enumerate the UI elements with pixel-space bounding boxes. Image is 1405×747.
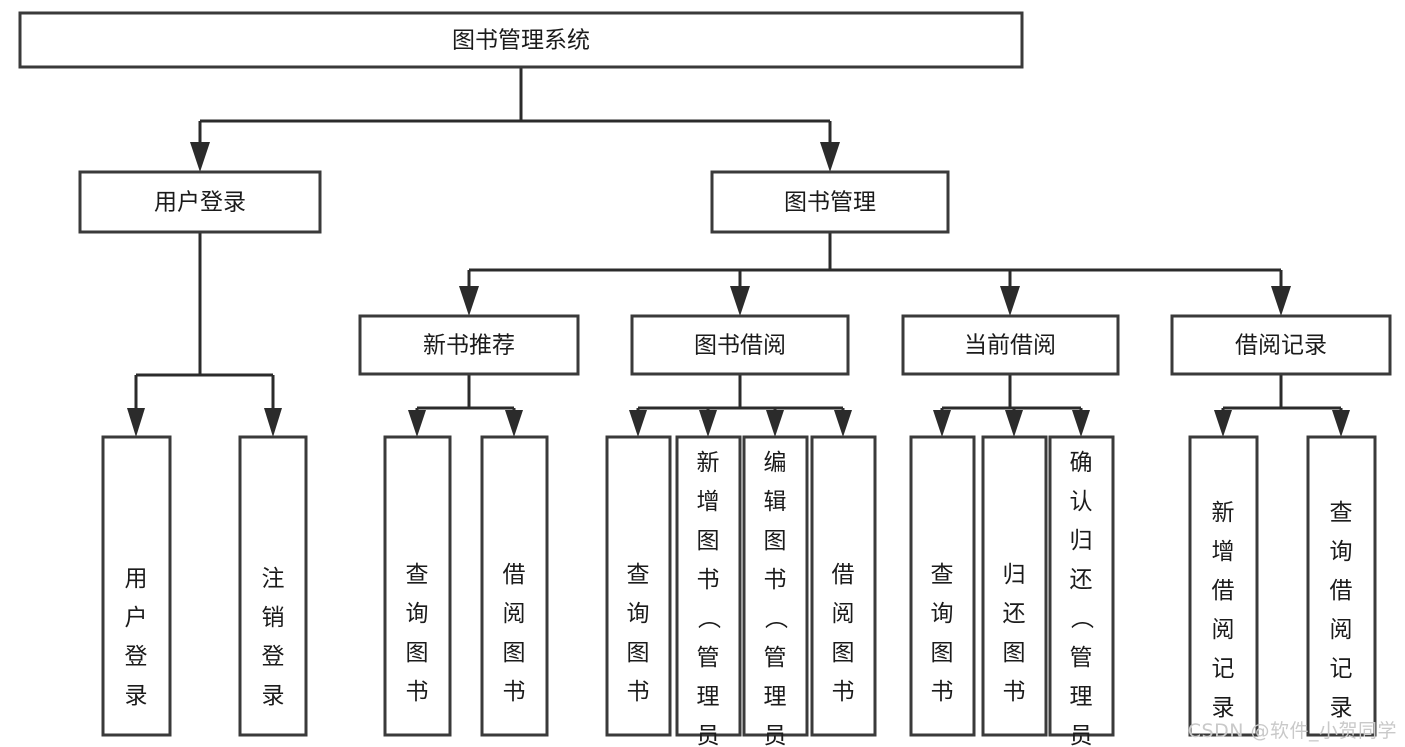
node-book-management-label: 图书管理	[784, 190, 876, 216]
leaf-node-logout-label: 注销登录	[262, 566, 285, 709]
arrow-head-leaf-logout	[264, 408, 282, 437]
connector-root-to-level2	[198, 67, 832, 148]
leaf-node-query-book-borrow-box[interactable]	[605, 435, 672, 737]
leaf-node-edit-book-admin[interactable]: 编辑图书（管理员）	[742, 435, 809, 747]
node-book-borrow-box[interactable]	[630, 314, 850, 376]
node-user-login-label: 用户登录	[154, 190, 246, 216]
node-user-login[interactable]: 用户登录	[78, 170, 322, 234]
leaf-node-add-book-admin-label: 新增图书（管理员）	[697, 450, 722, 747]
node-book-management-box[interactable]	[710, 170, 950, 234]
node-user-login-box[interactable]	[78, 170, 322, 234]
node-current-borrow-label: 当前借阅	[964, 333, 1056, 359]
leaf-node-query-book-current-label: 查询图书	[931, 562, 954, 705]
arrow-head-new-book-recommend	[459, 286, 479, 316]
leaf-node-borrow-book-newbook[interactable]: 借阅图书	[480, 435, 549, 737]
node-new-book-recommend[interactable]: 新书推荐	[358, 314, 580, 376]
arrow-head-leaf-user-login	[127, 408, 145, 437]
leaf-node-confirm-return-admin[interactable]: 确认归还（管理员）	[1048, 435, 1115, 747]
leaf-node-query-book-current-box[interactable]	[909, 435, 976, 737]
leaf-node-borrow-book-newbook-box[interactable]	[480, 435, 549, 737]
leaf-node-query-book-newbook-label: 查询图书	[406, 562, 429, 705]
leaf-node-query-book-borrow-label: 查询图书	[627, 562, 650, 705]
leaf-node-user-login-box[interactable]	[101, 435, 172, 737]
leaf-node-user-login-label: 用户登录	[125, 566, 148, 709]
leaf-node-add-borrow-record[interactable]: 新增借阅记录	[1188, 435, 1259, 737]
connector-currentborrow-to-leaves	[940, 374, 1083, 414]
leaf-node-borrow-book-newbook-label: 借阅图书	[503, 562, 526, 705]
node-book-borrow[interactable]: 图书借阅	[630, 314, 850, 376]
connector-bookborrow-to-leaves	[636, 374, 845, 414]
leaf-node-query-book-newbook[interactable]: 查询图书	[383, 435, 452, 737]
node-new-book-recommend-label: 新书推荐	[423, 333, 515, 359]
node-current-borrow-box[interactable]	[901, 314, 1120, 376]
arrow-head-user-login	[190, 142, 210, 172]
node-borrow-record-box[interactable]	[1170, 314, 1392, 376]
leaf-node-logout-box[interactable]	[238, 435, 308, 737]
leaf-node-confirm-return-admin-label: 确认归还（管理员）	[1070, 450, 1095, 747]
leaf-node-borrow-book-borrow-box[interactable]	[810, 435, 877, 737]
connector-layer	[127, 67, 1350, 437]
leaf-node-add-borrow-record-label: 新增借阅记录	[1212, 500, 1235, 721]
leaf-node-return-book[interactable]: 归还图书	[981, 435, 1048, 737]
arrow-head-leaf-query-record	[1332, 410, 1350, 437]
leaf-node-return-book-box[interactable]	[981, 435, 1048, 737]
leaf-node-edit-book-admin-label: 编辑图书（管理员）	[764, 450, 789, 747]
connector-newbook-to-leaves	[415, 374, 516, 414]
arrow-head-current-borrow	[1000, 286, 1020, 316]
node-root-book-management-system[interactable]: 图书管理系统	[18, 11, 1024, 69]
arrow-head-leaf-borrow-book-nb	[505, 410, 523, 437]
arrow-head-leaf-add-record	[1214, 410, 1232, 437]
arrow-head-borrow-record	[1271, 286, 1291, 316]
leaf-node-query-book-current[interactable]: 查询图书	[909, 435, 976, 737]
leaf-node-query-book-newbook-box[interactable]	[383, 435, 452, 737]
connector-userlogin-to-leaves	[134, 232, 275, 412]
node-current-borrow[interactable]: 当前借阅	[901, 314, 1120, 376]
leaf-node-query-book-borrow[interactable]: 查询图书	[605, 435, 672, 737]
node-new-book-recommend-box[interactable]	[358, 314, 580, 376]
leaf-node-query-borrow-record-label: 查询借阅记录	[1330, 500, 1353, 721]
node-root-box[interactable]	[18, 11, 1024, 69]
connector-bookmanage-to-level3	[467, 232, 1283, 292]
node-root-label: 图书管理系统	[452, 28, 590, 54]
leaf-node-user-login[interactable]: 用户登录	[101, 435, 172, 737]
arrow-head-leaf-query-book-nb	[408, 410, 426, 437]
arrow-head-leaf-return-book	[1005, 410, 1023, 437]
arrow-head-leaf-confirm-return	[1072, 410, 1090, 437]
arrow-head-book-borrow	[730, 286, 750, 316]
connector-borrowrecord-to-leaves	[1221, 374, 1343, 414]
arrow-head-leaf-query-book-cb	[933, 410, 951, 437]
arrow-head-leaf-edit-book	[766, 410, 784, 437]
arrow-head-leaf-query-book-bb	[629, 410, 647, 437]
leaf-node-logout[interactable]: 注销登录	[238, 435, 308, 737]
leaf-node-query-borrow-record[interactable]: 查询借阅记录	[1306, 435, 1377, 737]
leaf-node-borrow-book-borrow[interactable]: 借阅图书	[810, 435, 877, 737]
leaf-node-query-borrow-record-box[interactable]	[1306, 435, 1377, 737]
arrow-head-leaf-borrow-book-bb	[834, 410, 852, 437]
node-borrow-record-label: 借阅记录	[1235, 333, 1327, 359]
node-borrow-record[interactable]: 借阅记录	[1170, 314, 1392, 376]
leaf-node-edit-book-admin-box[interactable]	[742, 435, 809, 737]
leaf-node-add-book-admin[interactable]: 新增图书（管理员）	[675, 435, 742, 747]
node-book-management[interactable]: 图书管理	[710, 170, 950, 234]
leaf-node-return-book-label: 归还图书	[1003, 562, 1026, 705]
leaf-node-add-borrow-record-box[interactable]	[1188, 435, 1259, 737]
arrow-head-book-manage	[820, 142, 840, 172]
leaf-node-confirm-return-admin-box[interactable]	[1048, 435, 1115, 737]
leaf-node-borrow-book-borrow-label: 借阅图书	[832, 562, 855, 705]
arrow-head-leaf-add-book	[699, 410, 717, 437]
node-book-borrow-label: 图书借阅	[694, 333, 786, 359]
leaf-node-add-book-admin-box[interactable]	[675, 435, 742, 737]
